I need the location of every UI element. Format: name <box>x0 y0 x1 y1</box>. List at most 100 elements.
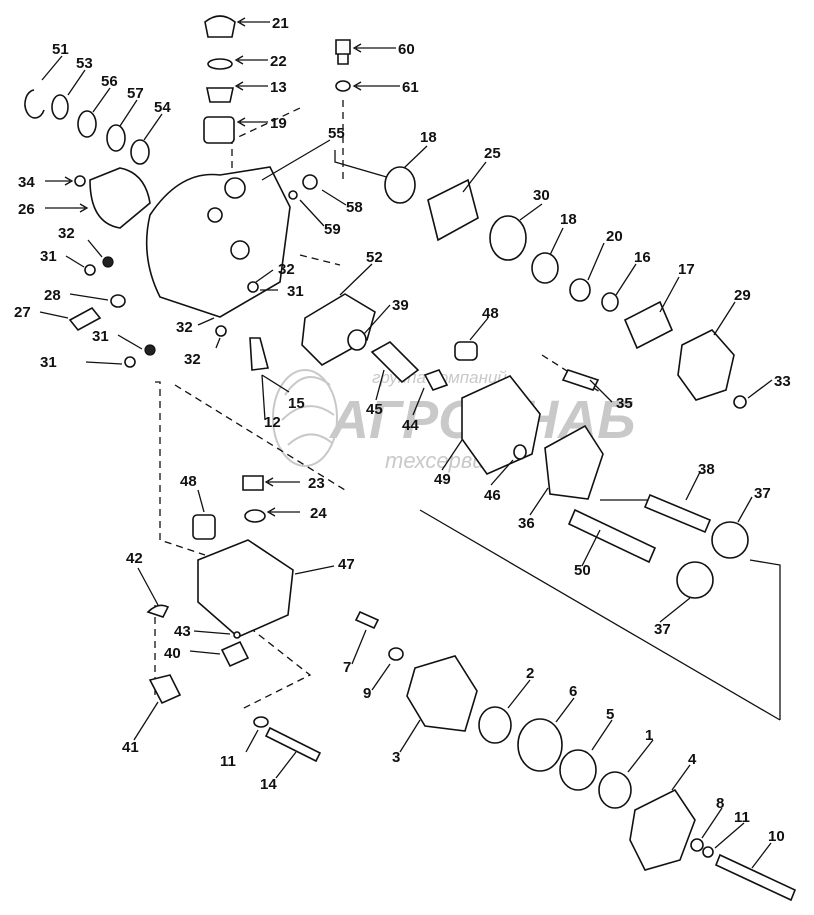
seal-39 <box>347 329 367 351</box>
callout-13: 13 <box>270 79 287 96</box>
washer-32 <box>102 256 114 268</box>
seal-18b <box>531 252 559 284</box>
o-ring-59 <box>288 190 298 200</box>
callout-19: 19 <box>270 115 287 132</box>
seal-18a <box>384 166 416 204</box>
callout-3: 3 <box>392 749 400 766</box>
gasket-52 <box>301 293 376 366</box>
callout-10: 10 <box>768 828 785 845</box>
washer-46 <box>513 444 527 460</box>
callout-37b: 37 <box>654 621 671 638</box>
housing-55 <box>145 166 291 318</box>
callout-32d: 31 <box>92 328 109 345</box>
washer-11a <box>253 716 269 728</box>
screw-31b <box>124 356 136 368</box>
bolt-14 <box>264 726 322 763</box>
screw-31d <box>247 281 259 293</box>
callout-46: 46 <box>484 487 501 504</box>
gear-37a <box>711 521 749 559</box>
callout-18b: 18 <box>560 211 577 228</box>
callout-56: 56 <box>101 73 118 90</box>
fitting-40 <box>220 640 250 668</box>
seal-54 <box>130 139 150 165</box>
shaft-38 <box>643 493 712 534</box>
screw-34 <box>74 175 86 187</box>
gasket-36 <box>544 424 604 500</box>
pump-parts <box>24 15 797 902</box>
pin-35 <box>561 369 600 391</box>
callout-39: 39 <box>392 297 409 314</box>
callout-23: 23 <box>308 475 325 492</box>
callout-48a: 48 <box>482 305 499 322</box>
callout-43: 43 <box>174 623 191 640</box>
callout-38: 38 <box>698 461 715 478</box>
elbow-42 <box>146 604 170 618</box>
callout-42: 42 <box>126 550 143 567</box>
seal-5 <box>559 749 597 791</box>
callout-41: 41 <box>122 739 139 756</box>
callout-55: 55 <box>328 125 345 142</box>
flange-3 <box>406 655 478 732</box>
callout-12: 12 <box>264 414 281 431</box>
o-ring-24 <box>244 509 266 523</box>
bearing-53 <box>51 94 69 120</box>
washer-9 <box>388 647 404 661</box>
bushing-48a <box>454 341 478 361</box>
callout-44: 44 <box>402 417 419 434</box>
nut-11b <box>702 846 714 858</box>
callout-7: 7 <box>343 659 351 676</box>
callout-32b: 32 <box>278 261 295 278</box>
callout-50: 50 <box>574 562 591 579</box>
callout-35: 35 <box>616 395 633 412</box>
callout-labels: 21 22 13 19 60 61 51 53 56 57 54 55 18 2… <box>14 15 791 845</box>
bolt-7 <box>354 610 380 630</box>
fitting-60 <box>335 39 351 65</box>
elbow-41 <box>148 674 182 705</box>
screw-31c <box>215 325 227 337</box>
cover-26 <box>89 167 151 229</box>
flange-4 <box>629 788 696 871</box>
o-ring-61 <box>335 80 351 92</box>
callout-28: 28 <box>44 287 61 304</box>
callout-16: 16 <box>634 249 651 266</box>
plug-23 <box>242 475 264 491</box>
callout-40: 40 <box>164 645 181 662</box>
callout-31b: 31 <box>287 283 304 300</box>
o-ring-43 <box>233 631 241 639</box>
snap-ring-51 <box>24 89 45 119</box>
gasket-17 <box>623 300 674 350</box>
callout-58: 58 <box>346 199 363 216</box>
callout-6: 6 <box>569 683 577 700</box>
callout-30: 30 <box>533 187 550 204</box>
callout-34: 34 <box>18 174 35 191</box>
callout-5: 5 <box>606 706 614 723</box>
callout-29: 29 <box>734 287 751 304</box>
callout-2: 2 <box>526 665 534 682</box>
callout-15: 15 <box>288 395 305 412</box>
callout-51: 51 <box>52 41 69 58</box>
shaft-50 <box>567 508 657 564</box>
block-47 <box>197 539 294 638</box>
assembly-lines <box>154 100 781 721</box>
screw-33 <box>733 395 747 409</box>
o-ring-2 <box>478 706 512 744</box>
callout-4: 4 <box>688 751 697 768</box>
bearing-57 <box>106 124 126 152</box>
callout-53: 53 <box>76 55 93 72</box>
link-15 <box>249 337 270 371</box>
o-ring-16 <box>601 292 619 312</box>
plug-58 <box>302 174 318 190</box>
callout-33: 33 <box>774 373 791 390</box>
callout-27: 27 <box>14 304 31 321</box>
callout-49: 49 <box>434 471 451 488</box>
callout-11b: 11 <box>734 809 750 826</box>
callout-52: 52 <box>366 249 383 266</box>
callout-22: 22 <box>270 53 287 70</box>
callout-21: 21 <box>272 15 289 32</box>
callout-36: 36 <box>518 515 535 532</box>
screw-31 <box>84 264 96 276</box>
washer-8 <box>690 838 704 852</box>
bearing-30 <box>489 215 527 261</box>
callout-47: 47 <box>338 556 355 573</box>
callout-8: 8 <box>716 795 724 812</box>
